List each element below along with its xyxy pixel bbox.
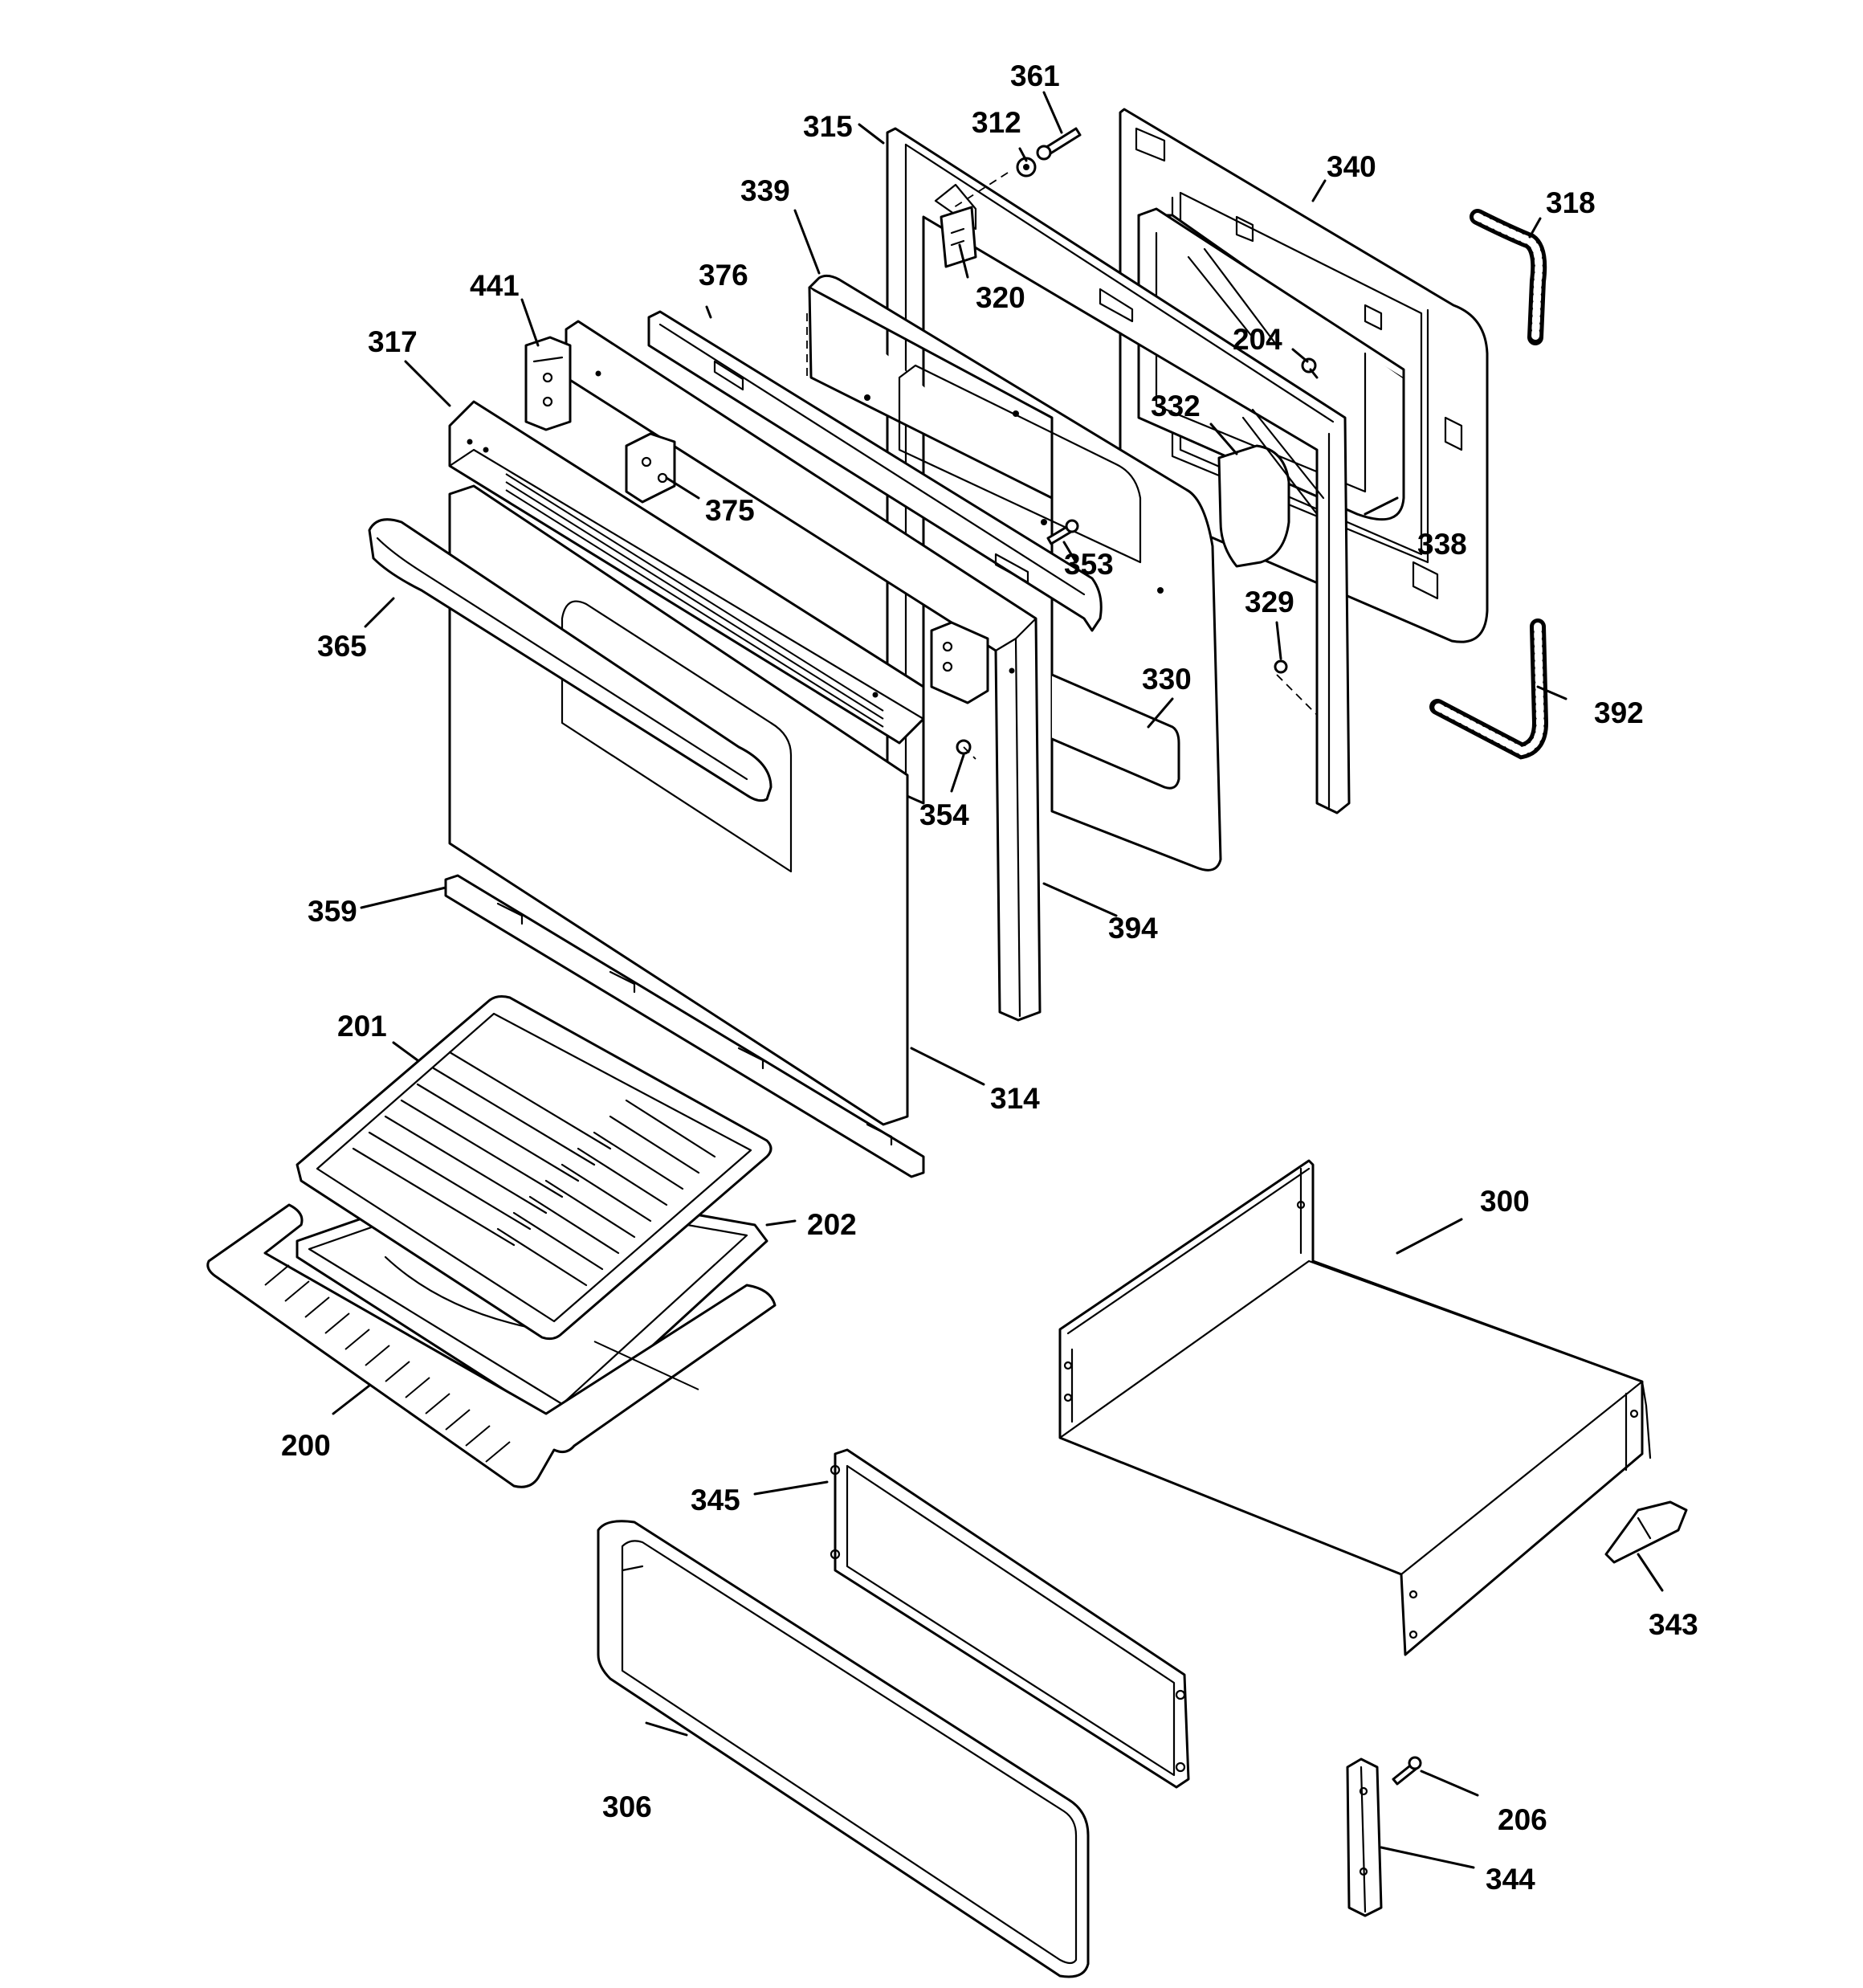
part-hinge-bracket-right	[930, 621, 989, 704]
part-359-bottom-trim	[444, 874, 925, 1178]
part-201-broil-insert	[296, 995, 773, 1341]
part-343-drawer-glide	[1604, 1500, 1688, 1564]
label-312: 312	[972, 106, 1021, 139]
label-344: 344	[1486, 1863, 1535, 1896]
screw-353-icon	[1046, 519, 1079, 545]
label-320: 320	[976, 281, 1025, 314]
part-317-vent-trim	[448, 400, 925, 745]
screw-204-icon	[1301, 357, 1319, 379]
label-204: 204	[1233, 323, 1282, 356]
label-332: 332	[1151, 390, 1201, 423]
label-361: 361	[1010, 59, 1060, 92]
part-394-side-trim	[565, 320, 1042, 1022]
label-392: 392	[1594, 696, 1644, 729]
label-340: 340	[1327, 150, 1376, 183]
label-359: 359	[308, 895, 357, 928]
label-317: 317	[368, 325, 418, 358]
part-306-drawer-front	[597, 1520, 1090, 1978]
screw-329-icon	[1274, 659, 1288, 674]
part-200-oven-rack	[206, 1203, 777, 1488]
label-202: 202	[807, 1208, 857, 1241]
part-332-insulation	[1217, 408, 1325, 568]
screw-206-icon	[1392, 1756, 1422, 1786]
label-306: 306	[602, 1790, 652, 1823]
label-375: 375	[705, 494, 755, 527]
label-343: 343	[1649, 1608, 1698, 1641]
label-318: 318	[1546, 186, 1596, 219]
label-300: 300	[1480, 1185, 1530, 1218]
part-345-drawer-back	[830, 1448, 1190, 1789]
label-330: 330	[1142, 663, 1192, 696]
label-354: 354	[919, 798, 969, 831]
part-344-drawer-slide	[1346, 1757, 1383, 1917]
part-441-bracket	[524, 336, 572, 431]
part-330-heat-shield	[1050, 673, 1180, 790]
label-338: 338	[1417, 528, 1467, 561]
screw-361-icon	[1036, 127, 1082, 161]
label-339: 339	[740, 174, 790, 207]
part-365-door-handle	[368, 518, 773, 802]
part-376-top-trim	[647, 310, 1103, 632]
label-441: 441	[470, 269, 520, 302]
part-375-bracket	[625, 432, 676, 504]
label-376: 376	[699, 259, 748, 292]
label-206: 206	[1498, 1803, 1547, 1836]
part-318-gasket	[1470, 209, 1547, 345]
label-315: 315	[803, 110, 853, 143]
label-365: 365	[317, 630, 367, 663]
label-329: 329	[1245, 586, 1294, 618]
label-200: 200	[281, 1429, 331, 1462]
part-300-drawer-box	[1058, 1159, 1652, 1656]
label-201: 201	[337, 1010, 387, 1043]
label-353: 353	[1064, 548, 1114, 581]
label-345: 345	[691, 1484, 740, 1517]
part-320-hinge-bracket	[940, 206, 977, 268]
label-394: 394	[1108, 912, 1158, 945]
leader-lines	[332, 91, 1664, 1869]
label-314: 314	[990, 1082, 1040, 1115]
part-392-gasket	[1429, 618, 1549, 760]
